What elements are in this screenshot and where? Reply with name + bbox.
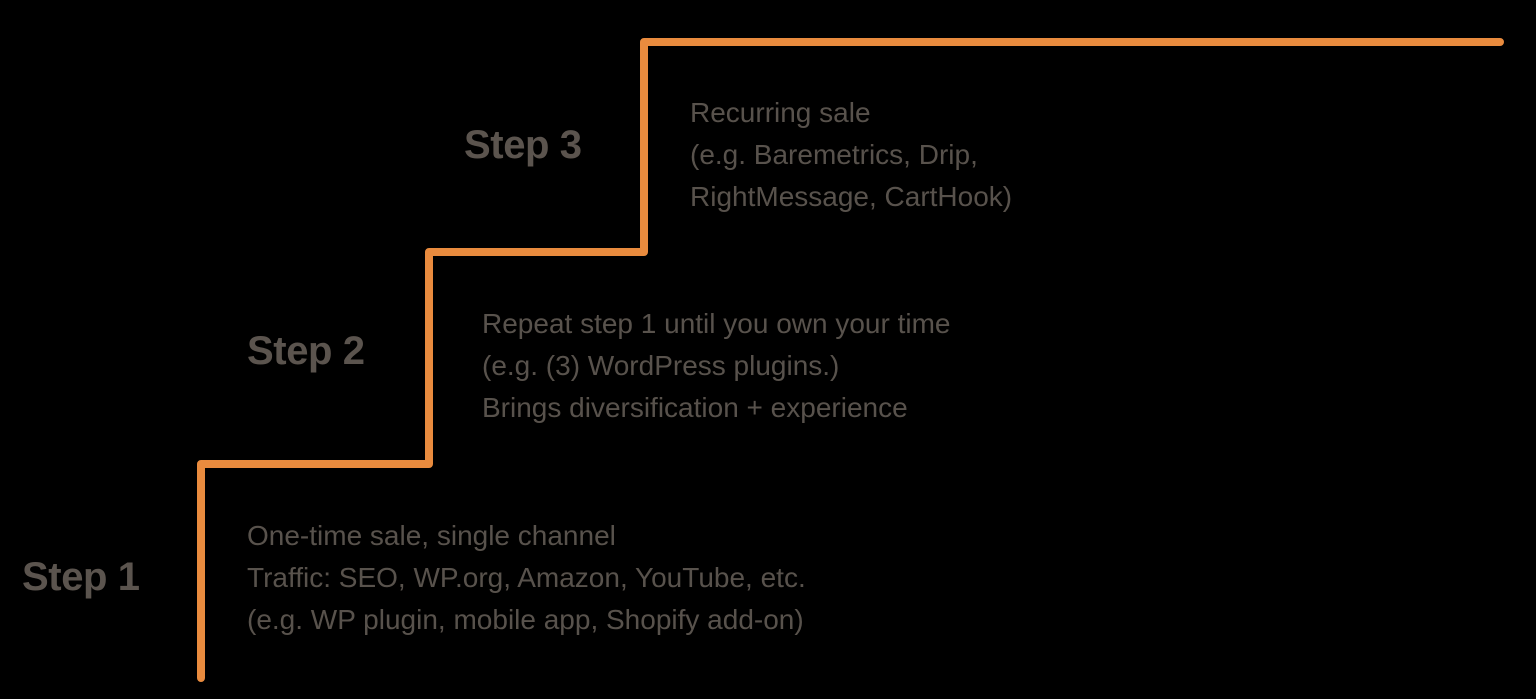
step-3-line-2: (e.g. Baremetrics, Drip, [690, 139, 978, 170]
step-2-line-3: Brings diversification + experience [482, 392, 908, 423]
step-2-line-2: (e.g. (3) WordPress plugins.) [482, 350, 840, 381]
step-label-2: Step 2 [247, 329, 365, 373]
step-2-line-1: Repeat step 1 until you own your time [482, 308, 951, 339]
step-1-line-3: (e.g. WP plugin, mobile app, Shopify add… [247, 604, 804, 635]
step-description-2: Repeat step 1 until you own your time (e… [482, 303, 950, 429]
step-1-line-2: Traffic: SEO, WP.org, Amazon, YouTube, e… [247, 562, 806, 593]
step-1-line-1: One-time sale, single channel [247, 520, 616, 551]
step-label-3: Step 3 [464, 123, 582, 167]
staircase-polyline [197, 38, 1504, 682]
step-3-line-3: RightMessage, CartHook) [690, 181, 1013, 212]
step-description-3: Recurring sale (e.g. Baremetrics, Drip, … [690, 92, 1012, 218]
step-label-1: Step 1 [22, 555, 140, 599]
step-description-1: One-time sale, single channel Traffic: S… [247, 515, 806, 641]
step-3-line-1: Recurring sale [690, 97, 871, 128]
